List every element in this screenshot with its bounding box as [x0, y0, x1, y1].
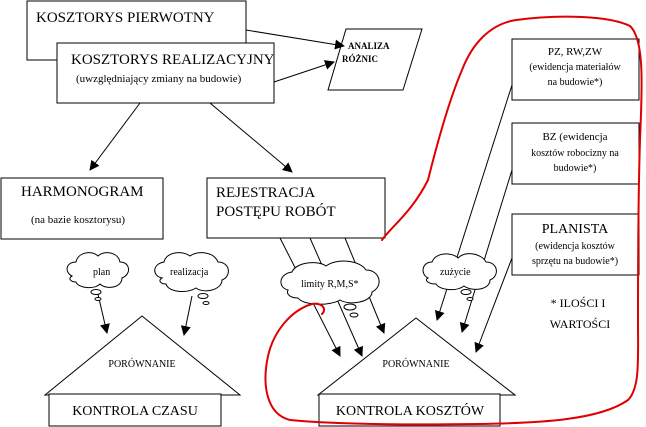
cloud-zuzycie-label: zużycie: [440, 267, 471, 278]
bz-line2: kosztów robocizny na: [531, 148, 619, 159]
pz-line2: (ewidencja materiałów: [529, 62, 621, 73]
analiza-line1: ANALIZA: [348, 41, 390, 51]
pz-line1: PZ, RW,ZW: [548, 46, 603, 58]
arrow-realizacja: [180, 295, 193, 336]
porownanie-left-label: PORÓWNANIE: [108, 358, 175, 370]
kontrola-kosztow-box: KONTROLA KOSZTÓW: [318, 393, 501, 427]
kontrola-kosztow-label: KONTROLA KOSZTÓW: [336, 402, 485, 419]
planista-line2: (ewidencja kosztów: [535, 241, 615, 252]
kosztorys-realizacyjny-box: KOSZTORYS REALIZACYJNY (uwzględniający z…: [56, 42, 275, 104]
arrow-realizacyjny-analiza: [273, 60, 335, 83]
bz-box: BZ (ewidencja kosztów robocizny na budow…: [511, 122, 640, 185]
kosztorys-realizacyjny-label: KOSZTORYS REALIZACYJNY: [71, 52, 275, 68]
rejestracja-box: REJESTRACJA POSTĘPU ROBÓT: [206, 177, 386, 239]
footnote-line2: WARTOŚCI: [550, 317, 610, 331]
bz-line3: budowie*): [554, 163, 597, 174]
pz-box: PZ, RW,ZW (ewidencja materiałów na budow…: [511, 38, 640, 101]
arrow-to-harmonogram: [89, 102, 141, 171]
planista-line1: PLANISTA: [542, 222, 609, 237]
arrow-pierwotny-analiza: [245, 29, 345, 50]
kosztorys-realizacyjny-note: (uwzględniający zmiany na budowie): [76, 73, 242, 85]
cloud-limity: limity R,M,S*: [280, 260, 380, 318]
analiza-roznic-shape: ANALIZA RÓŻNIC: [327, 28, 423, 91]
red-highlight-outline: [264, 15, 643, 426]
cloud-limity-label: limity R,M,S*: [301, 279, 359, 290]
arrow-planista: [474, 257, 513, 353]
kontrola-czasu-box: KONTROLA CZASU: [48, 393, 222, 427]
planista-line3: sprzętu na budowie*): [532, 256, 618, 267]
porownanie-right-label: PORÓWNANIE: [382, 358, 449, 370]
cloud-plan-label: plan: [93, 267, 110, 278]
pz-line3: na budowie*): [548, 77, 603, 88]
analiza-line2: RÓŻNIC: [342, 54, 378, 64]
cloud-zuzycie: zużycie: [422, 253, 497, 301]
kontrola-czasu-label: KONTROLA CZASU: [72, 404, 198, 419]
rejestracja-line1: REJESTRACJA: [216, 185, 315, 201]
porownanie-right-triangle: PORÓWNANIE: [316, 317, 517, 396]
harmonogram-label: HARMONOGRAM: [21, 184, 144, 200]
kosztorys-pierwotny-label: KOSZTORYS PIERWOTNY: [36, 10, 215, 26]
harmonogram-box: HARMONOGRAM (na bazie kosztorysu): [0, 177, 164, 240]
arrow-bz: [459, 169, 513, 333]
cloud-realizacja: realizacja: [154, 252, 229, 305]
footnote-line1: * ILOŚCI I: [551, 296, 606, 310]
harmonogram-note: (na bazie kosztorysu): [31, 214, 125, 226]
cloud-plan: plan: [66, 252, 129, 301]
bz-line1: BZ (ewidencja: [542, 131, 607, 143]
rejestracja-line2: POSTĘPU ROBÓT: [216, 203, 336, 220]
arrow-to-rejestracja: [209, 102, 293, 173]
cloud-realizacja-label: realizacja: [170, 267, 209, 278]
planista-box: PLANISTA (ewidencja kosztów sprzętu na b…: [511, 213, 640, 276]
arrow-plan: [96, 289, 110, 334]
porownanie-left-triangle: PORÓWNANIE: [43, 315, 242, 396]
